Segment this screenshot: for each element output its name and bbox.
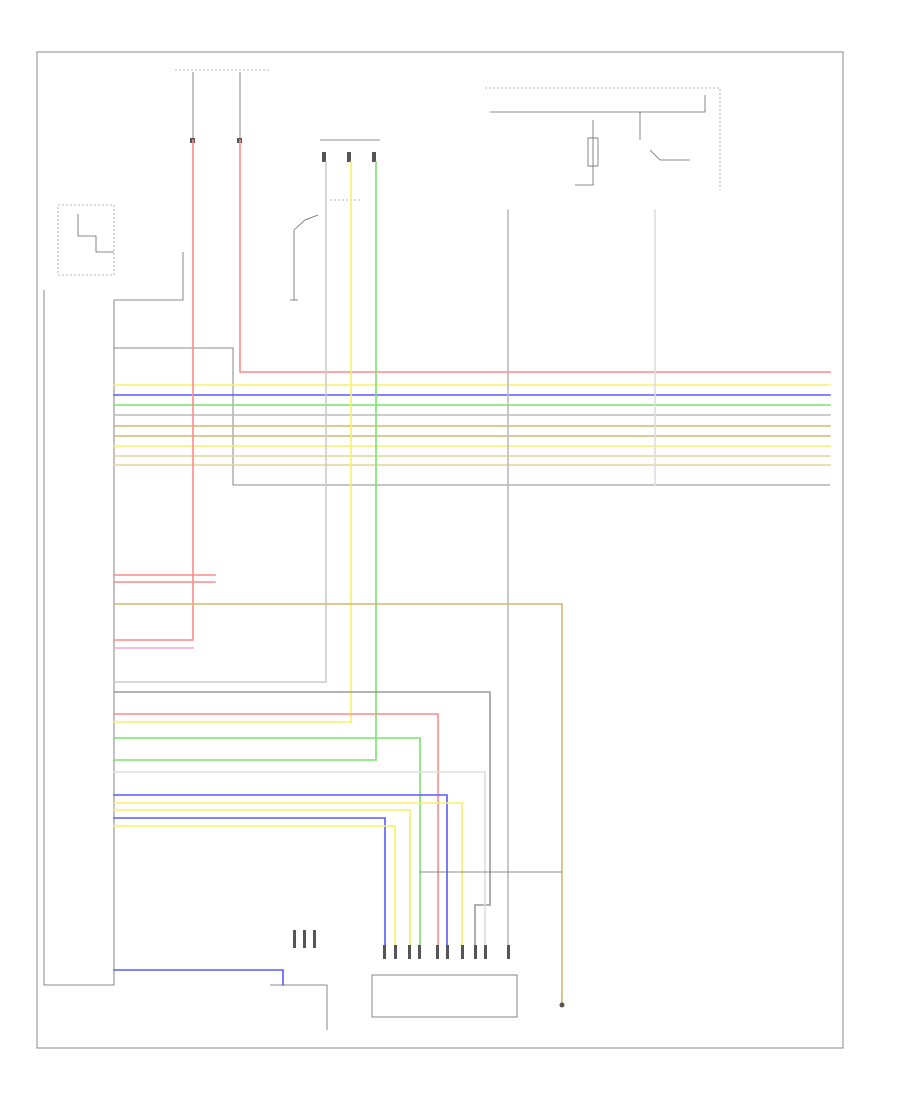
wire-red-feed	[239, 139, 831, 373]
wire-green-center	[113, 161, 377, 761]
lower-module-block	[270, 930, 328, 1030]
wire-red-left-1	[113, 139, 194, 641]
wire-green-lower	[113, 737, 421, 946]
wire-blue-lower-1	[113, 794, 448, 946]
tan-ground-wire	[113, 603, 565, 1008]
head-unit-connector	[43, 252, 830, 986]
ground-symbol-top	[290, 214, 319, 301]
wire-yellow-lower-3	[113, 825, 396, 946]
harness-wires	[113, 139, 831, 466]
wire-yellow-lower-2	[113, 809, 411, 946]
vertical-wires	[113, 139, 656, 946]
antenna-component	[57, 204, 115, 276]
steering-switch-block	[320, 139, 380, 201]
wire-gray-lower	[113, 691, 491, 946]
cd-changer-block	[371, 945, 518, 1018]
wire-gray-lower-2	[113, 771, 486, 946]
wire-blue-bottom	[113, 969, 284, 986]
wire-gray-center	[113, 161, 327, 683]
body-module-block	[485, 87, 721, 190]
power-supply-feeds	[175, 69, 270, 143]
wire-pink-lower	[113, 713, 439, 946]
lower-wires	[113, 691, 562, 986]
wire-blue-lower-2	[113, 817, 386, 946]
wire-yellow-lower-1	[113, 802, 463, 946]
wire-yellow-center	[113, 161, 352, 723]
diagram-frame	[36, 51, 844, 1049]
